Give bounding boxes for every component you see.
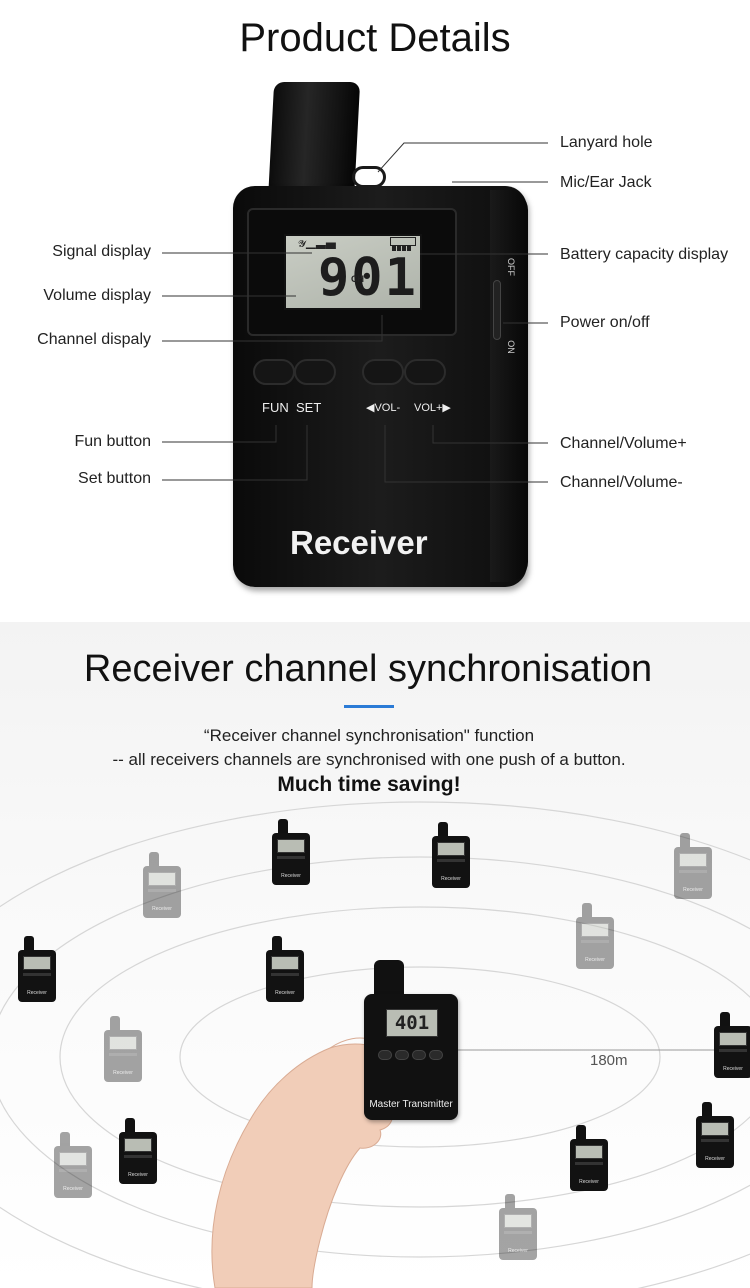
receiver-device: Receiver <box>432 822 470 888</box>
battery-icon <box>390 237 416 251</box>
vol-down-label: ◀VOL- <box>366 402 401 414</box>
receiver-device: Receiver <box>18 936 56 1002</box>
callout-channel-down: Channel/Volume- <box>560 474 683 491</box>
receiver-device: Receiver <box>714 1012 750 1078</box>
receiver-device: Receiver <box>570 1125 608 1191</box>
callout-volume: Volume display <box>43 287 151 304</box>
lcd-ch: CH <box>351 274 364 284</box>
sync-desc-line2: -- all receivers channels are synchronis… <box>112 750 626 769</box>
callout-lines <box>162 142 548 483</box>
callout-mic: Mic/Ear Jack <box>560 174 652 191</box>
power-switch <box>493 280 501 340</box>
receiver-device: Receiver <box>119 1118 157 1184</box>
lcd-digits: 901 <box>318 248 418 308</box>
callout-battery: Battery capacity display <box>560 246 729 263</box>
transmitter-label: Master Transmitter <box>369 1099 453 1110</box>
callout-power: Power on/off <box>560 314 650 331</box>
vol-down-button <box>362 359 404 385</box>
receiver-device-faded: Receiver <box>104 1016 142 1082</box>
transmitter-antenna <box>374 960 404 1000</box>
transmitter-lcd: 401 <box>386 1009 438 1037</box>
range-rings <box>0 801 750 1288</box>
set-label: SET <box>296 400 322 415</box>
callout-set: Set button <box>78 470 151 487</box>
receiver-device: Receiver <box>696 1102 734 1168</box>
sync-highlight: Much time saving! <box>277 773 461 796</box>
brand-label: Receiver <box>290 524 428 561</box>
distance-label: 180m <box>590 1052 628 1069</box>
callout-signal: Signal display <box>52 243 151 260</box>
receiver-device-faded: Receiver <box>499 1194 537 1260</box>
set-button <box>294 359 336 385</box>
fun-label: FUN <box>262 400 289 415</box>
title-underline <box>344 705 394 708</box>
callout-lanyard: Lanyard hole <box>560 134 653 151</box>
callout-fun: Fun button <box>74 433 152 450</box>
product-details-title: Product Details <box>239 16 511 60</box>
callout-channel-up: Channel/Volume+ <box>560 435 687 452</box>
transmitter-buttons <box>378 1047 448 1060</box>
vol-up-label: VOL+▶ <box>414 402 451 414</box>
signal-icon: 𝓨▁▃▅ <box>298 239 336 250</box>
receiver-device-faded: Receiver <box>674 833 712 899</box>
callout-channel: Channel dispaly <box>37 331 151 348</box>
sync-desc-line1: “Receiver channel synchronisation" funct… <box>203 726 535 745</box>
receiver-device-faded: Receiver <box>576 903 614 969</box>
sync-title: Receiver channel synchronisation <box>83 648 653 690</box>
receiver-device-faded: Receiver <box>54 1132 92 1198</box>
vol-up-button <box>404 359 446 385</box>
receiver-side <box>490 190 528 582</box>
receiver-device-faded: Receiver <box>143 852 181 918</box>
receiver-device: Receiver <box>272 819 310 885</box>
receiver-device: Receiver <box>266 936 304 1002</box>
